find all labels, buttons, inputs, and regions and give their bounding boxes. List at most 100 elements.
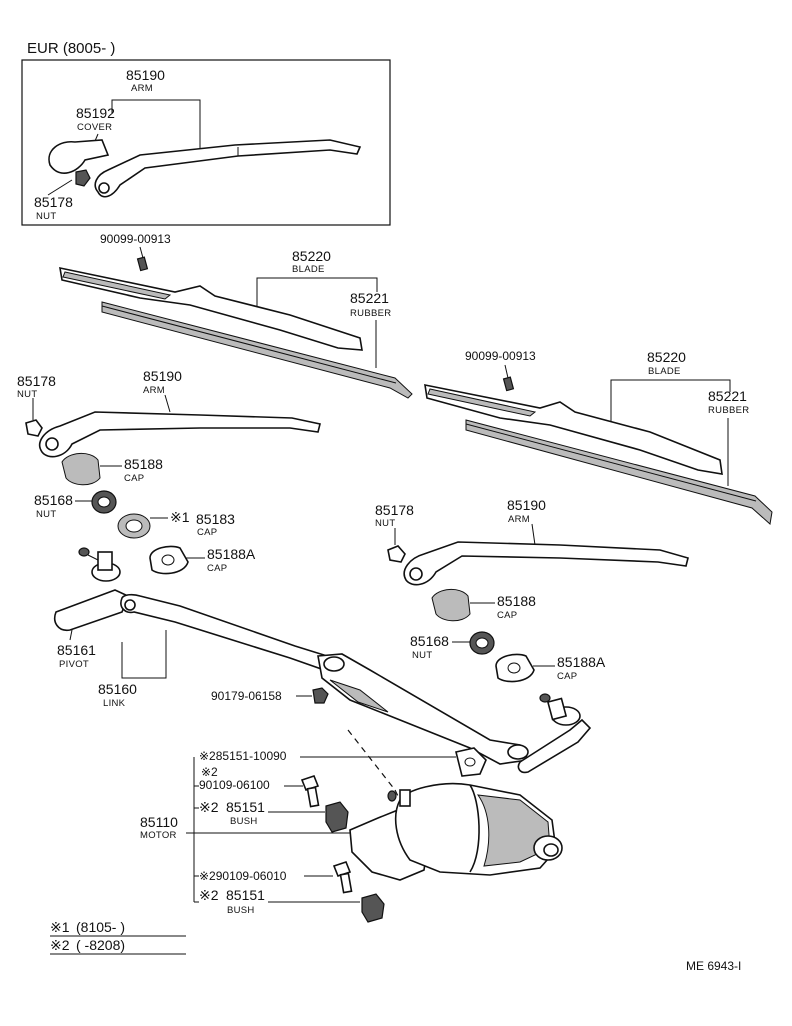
left-rubber-number: 85221	[350, 290, 389, 306]
left-screw	[136, 256, 149, 272]
left-nut2-number: 85168	[34, 492, 73, 508]
right-blade-name: BLADE	[648, 366, 681, 377]
inset-arm-name: ARM	[131, 83, 153, 94]
note1-mark: ※1	[50, 919, 70, 935]
left-arm-number: 85190	[143, 368, 182, 384]
right-cap-number: 85188	[497, 593, 536, 609]
motor-bolt2	[332, 861, 352, 877]
motor-bush2	[361, 893, 385, 923]
link-right-arm	[517, 718, 592, 774]
linkage-group: 85161 PIVOT 85160 LINK 90179-06158	[54, 547, 592, 791]
left-nut	[25, 419, 43, 437]
right-arm-hole	[409, 567, 423, 581]
left-cap2-name: CAP	[197, 527, 217, 538]
note2-text: ( -8208)	[76, 937, 125, 953]
motor-shaft	[399, 789, 411, 807]
motor-bush2-mark: ※2	[199, 887, 219, 903]
left-blade-frame-shade	[62, 271, 172, 300]
diagram-reference: ME 6943-I	[686, 959, 741, 973]
right-cap-name: CAP	[497, 610, 517, 621]
note2-mark: ※2	[50, 937, 70, 953]
motor-number: 85110	[140, 814, 178, 830]
right-nut-number: 85178	[375, 502, 414, 518]
right-blade-rubber	[465, 419, 773, 525]
note1-text: (8105- )	[76, 919, 125, 935]
eur-inset: EUR (8005- ) 85190 ARM 85192 COVER 85178…	[21, 40, 391, 226]
right-blade-number: 85220	[647, 349, 686, 365]
inset-cover	[48, 139, 110, 174]
motor-bolt1	[300, 775, 320, 791]
right-nut2-number: 85168	[410, 633, 449, 649]
inset-cover-number: 85192	[76, 105, 115, 121]
left-cap	[61, 453, 101, 486]
inset-nut	[75, 169, 91, 187]
right-arm-name: ARM	[508, 514, 530, 525]
inset-frame	[21, 59, 391, 226]
motor-bolt1-mark: ※2	[201, 765, 218, 779]
right-blade-frame-shade	[427, 388, 537, 417]
right-rubber-number: 85221	[708, 388, 747, 404]
right-cap3-name: CAP	[557, 671, 577, 682]
right-nut2-name: NUT	[412, 650, 432, 661]
motor-bush1-number: 85151	[226, 799, 265, 815]
inset-arm	[94, 139, 362, 198]
left-nut-number: 85178	[17, 373, 56, 389]
left-cap3-number: 85188A	[207, 546, 256, 562]
motor-bush1	[325, 801, 349, 833]
motor-bush1-mark: ※2	[199, 799, 219, 815]
left-cap2-number: 85183	[196, 511, 235, 527]
motor-name: MOTOR	[140, 830, 177, 841]
footnotes: ※1 (8105- ) ※2 ( -8208)	[50, 919, 186, 955]
right-cap	[431, 589, 471, 622]
right-screw	[502, 376, 515, 392]
left-cap3-name: CAP	[207, 563, 227, 574]
motor-bush1-name: BUSH	[230, 816, 258, 827]
left-arm-name: ARM	[143, 385, 165, 396]
inset-arm-hole	[98, 182, 110, 194]
right-blade-group: 90099-00913 85220 BLADE 85221 RUBBER	[424, 349, 773, 525]
inset-nut-name: NUT	[36, 211, 56, 222]
motor-bracket-number: ※285151-10090	[199, 749, 287, 763]
right-cap3-number: 85188A	[557, 654, 606, 670]
left-arm-hole	[45, 437, 59, 451]
inset-nut-number: 85178	[34, 194, 73, 210]
right-screw-number: 90099-00913	[465, 349, 536, 363]
link-number: 85160	[98, 681, 137, 697]
motor-bush2-name: BUSH	[227, 905, 255, 916]
left-nut-name: NUT	[17, 389, 37, 400]
left-cap-name: CAP	[124, 473, 144, 484]
left-blade-number: 85220	[292, 248, 331, 264]
inset-title: EUR (8005- )	[27, 40, 115, 57]
link-nut	[312, 687, 329, 704]
right-arm	[403, 541, 689, 586]
motor-bolt1-number: 90109-06100	[199, 778, 270, 792]
right-arm-group: 85178 NUT 85190 ARM 85188 CAP 85168 NUT …	[375, 497, 689, 683]
inset-cover-name: COVER	[77, 122, 112, 133]
link-rod	[120, 593, 342, 673]
pivot-arm	[54, 589, 130, 632]
left-screw-number: 90099-00913	[100, 232, 171, 246]
left-arm	[38, 411, 321, 458]
motor-bush2-number: 85151	[226, 887, 265, 903]
inset-arm-number: 85190	[126, 67, 165, 83]
right-rubber-name: RUBBER	[708, 405, 749, 416]
right-arm-number: 85190	[507, 497, 546, 513]
pivot-shaft	[97, 551, 113, 571]
motor-bolt2-number: ※290109-06010	[199, 869, 287, 883]
link-nut-number: 90179-06158	[211, 689, 282, 703]
pivot-name: PIVOT	[59, 659, 89, 670]
right-nut	[387, 545, 406, 563]
left-blade-name: BLADE	[292, 264, 325, 275]
pivot-tip	[78, 547, 90, 557]
link-name: LINK	[103, 698, 126, 709]
left-cap-number: 85188	[124, 456, 163, 472]
right-nut-name: NUT	[375, 518, 395, 529]
left-arm-group: 85178 NUT 85190 ARM 85188 CAP 85168 NUT …	[17, 368, 321, 575]
left-blade-group: 90099-00913 85220 BLADE 85221 RUBBER	[59, 232, 413, 399]
motor-group: ※285151-10090 ※2 90109-06100 ※2 85151 BU…	[140, 747, 563, 923]
left-rubber-name: RUBBER	[350, 308, 391, 319]
pivot-number: 85161	[57, 642, 96, 658]
left-cap2-mark: ※1	[170, 509, 190, 525]
left-nut2-name: NUT	[36, 509, 56, 520]
